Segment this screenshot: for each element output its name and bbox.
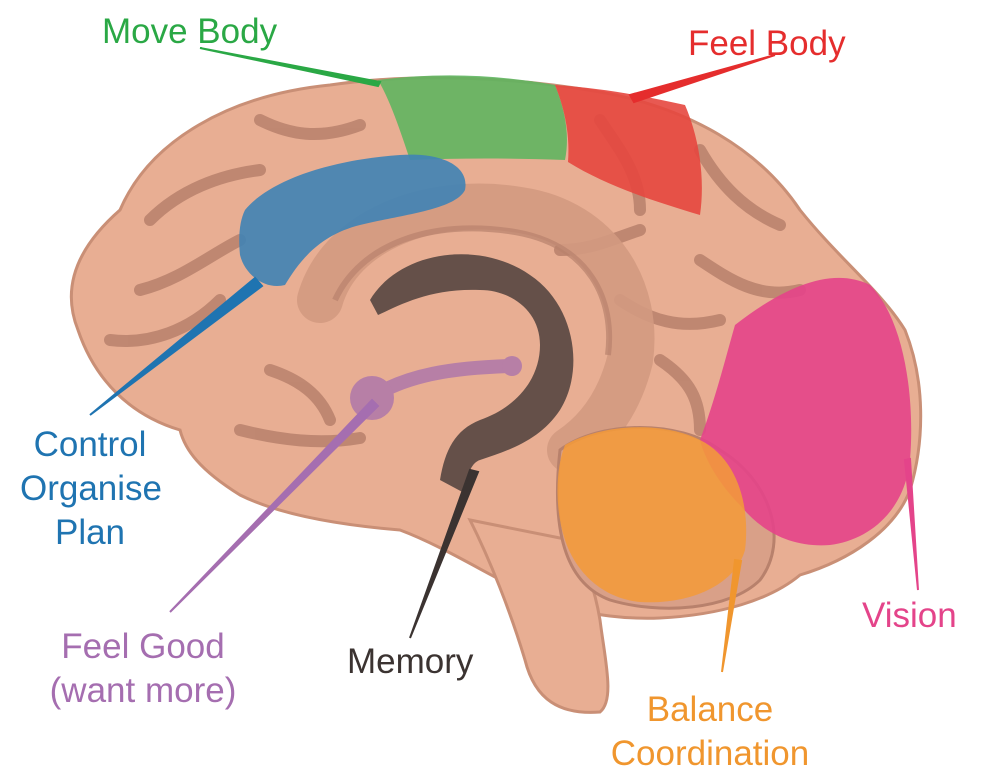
balance-label: Balance Coordination: [590, 688, 830, 776]
move-body-label: Move Body: [102, 10, 277, 54]
plan-text: Plan: [20, 511, 160, 555]
vision-label: Vision: [862, 594, 957, 638]
feel-body-label: Feel Body: [688, 22, 846, 66]
control-label: Control Organise Plan: [20, 423, 160, 555]
coordination-text: Coordination: [590, 732, 830, 776]
vision-leader: [905, 459, 918, 590]
feel-good-label: Feel Good (want more): [28, 625, 258, 713]
vision-text: Vision: [862, 596, 957, 635]
control-text: Control: [20, 423, 160, 467]
feel-body-text: Feel Body: [688, 24, 846, 63]
memory-label: Memory: [347, 640, 473, 684]
move-body-text: Move Body: [102, 12, 277, 51]
want-more-text: (want more): [28, 669, 258, 713]
organise-text: Organise: [20, 467, 160, 511]
move-body-region: [378, 75, 567, 160]
memory-text: Memory: [347, 642, 473, 681]
feel-good-text: Feel Good: [28, 625, 258, 669]
balance-text: Balance: [590, 688, 830, 732]
